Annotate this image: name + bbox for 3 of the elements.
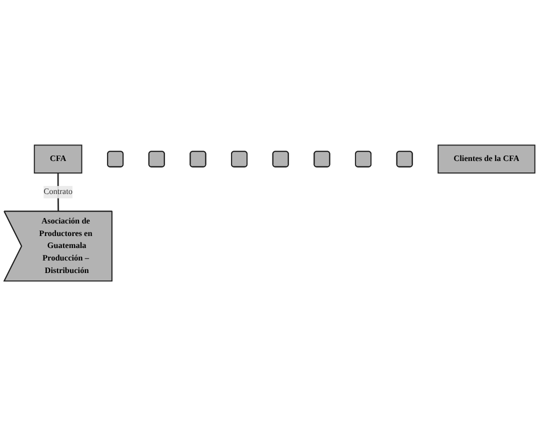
- node-box: CFA: [34, 144, 82, 174]
- edge-label: Contrato: [44, 187, 73, 196]
- node-box: Clientes de la CFA: [438, 144, 536, 174]
